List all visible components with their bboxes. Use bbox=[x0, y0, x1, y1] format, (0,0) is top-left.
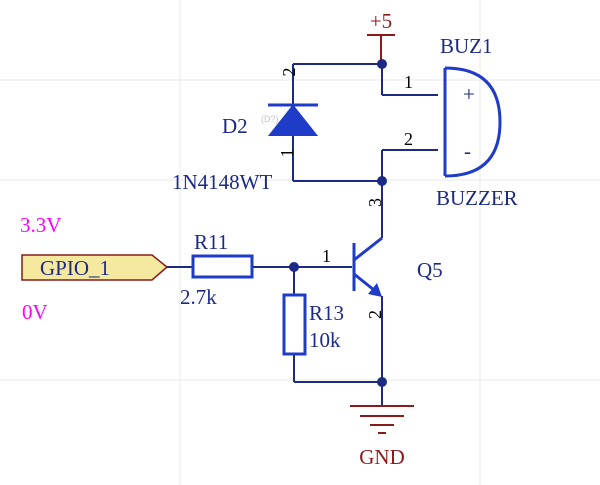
port-gpio-1-name: GPIO_1 bbox=[40, 256, 110, 280]
transistor-pin-collector: 3 bbox=[365, 198, 385, 207]
resistor-r13-ref: R13 bbox=[309, 301, 344, 325]
transistor-ref: Q5 bbox=[417, 258, 443, 282]
port-gpio-1[interactable]: GPIO_1 bbox=[21, 254, 169, 281]
buzzer-value: BUZZER bbox=[436, 186, 518, 210]
junction-vcc bbox=[377, 59, 387, 69]
resistor-r11-body bbox=[191, 254, 254, 279]
gnd-power-symbol[interactable]: GND bbox=[350, 405, 414, 469]
transistor-emitter-arrow bbox=[368, 283, 382, 297]
buzzer-plus-sign: + bbox=[463, 82, 475, 106]
junction-collector bbox=[377, 176, 387, 186]
resistor-r11-value: 2.7k bbox=[180, 285, 217, 309]
diode-ghost-ref: (D?) bbox=[261, 114, 279, 124]
resistor-r13[interactable]: R13 10k bbox=[282, 293, 344, 356]
junction-dots bbox=[289, 59, 387, 387]
gnd-label: GND bbox=[359, 445, 405, 469]
transistor-emitter-leg bbox=[353, 272, 375, 292]
port-gpio-1-shape bbox=[21, 254, 169, 281]
junction-gnd bbox=[377, 377, 387, 387]
transistor-pin-emitter: 2 bbox=[365, 310, 385, 319]
vcc-power-symbol[interactable]: +5 bbox=[367, 9, 395, 60]
diode-part: 1N4148WT bbox=[172, 170, 272, 194]
diode-ref: D2 bbox=[222, 114, 248, 138]
transistor-collector-leg bbox=[353, 236, 383, 262]
buzzer-minus-sign: - bbox=[464, 139, 471, 163]
buzzer-dome bbox=[444, 66, 502, 178]
diode-body bbox=[267, 104, 319, 136]
junction-base bbox=[289, 262, 299, 272]
diode-pin-cathode: 2 bbox=[279, 68, 299, 77]
resistor-r11[interactable]: R11 2.7k bbox=[180, 230, 254, 309]
buzzer-buz1[interactable]: + - 1 2 BUZ1 BUZZER bbox=[404, 34, 518, 210]
resistor-r11-ref: R11 bbox=[194, 230, 228, 254]
buzzer-pin-plus: 1 bbox=[404, 72, 413, 92]
buzzer-pin-minus: 2 bbox=[404, 129, 413, 149]
vcc-label: +5 bbox=[370, 9, 392, 33]
diode-pin-anode: 1 bbox=[277, 149, 297, 158]
diode-d2[interactable]: 2 1 D2 (D?) 1N4148WT bbox=[172, 68, 319, 195]
resistor-r13-body bbox=[282, 293, 307, 356]
annotation-high-level: 3.3V bbox=[20, 213, 61, 237]
resistor-r13-value: 10k bbox=[309, 328, 341, 352]
annotation-low-level: 0V bbox=[22, 300, 48, 324]
transistor-q5[interactable]: 1 3 2 Q5 bbox=[322, 198, 443, 319]
transistor-pin-base: 1 bbox=[322, 246, 331, 266]
buzzer-ref: BUZ1 bbox=[440, 34, 493, 58]
